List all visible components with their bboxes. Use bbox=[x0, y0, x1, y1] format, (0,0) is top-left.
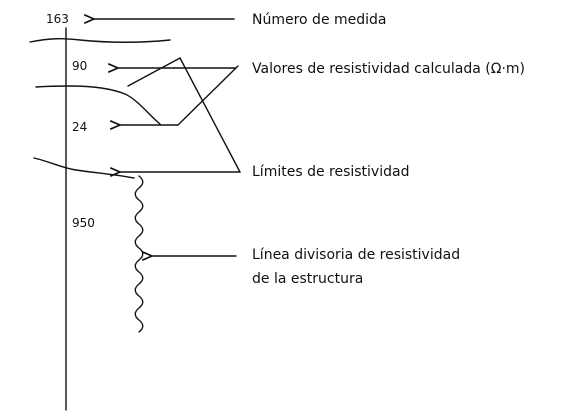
upper-limit-curve bbox=[35, 85, 161, 125]
value-connector-middle bbox=[177, 65, 239, 126]
lower-limit-curve bbox=[33, 157, 135, 179]
middle-resistivity-value: 24 bbox=[72, 120, 87, 134]
structure-wavy-line bbox=[134, 175, 144, 333]
structure-line-label-2: de la estructura bbox=[252, 271, 363, 287]
measure-number-value: 163 bbox=[46, 12, 69, 26]
resistivity-limits-label: Límites de resistividad bbox=[252, 164, 409, 180]
top-break-line bbox=[29, 37, 171, 44]
limit-pointer-upper bbox=[179, 57, 241, 173]
lower-resistivity-value: 950 bbox=[72, 216, 95, 230]
upper-resistivity-value: 90 bbox=[72, 59, 87, 73]
calculated-resistivity-label: Valores de resistividad calculada (Ω·m) bbox=[252, 61, 525, 77]
limit-pointer-upper-2 bbox=[127, 57, 181, 87]
structure-line-label-1: Línea divisoria de resistividad bbox=[252, 247, 460, 263]
measure-number-label: Número de medida bbox=[252, 12, 387, 28]
